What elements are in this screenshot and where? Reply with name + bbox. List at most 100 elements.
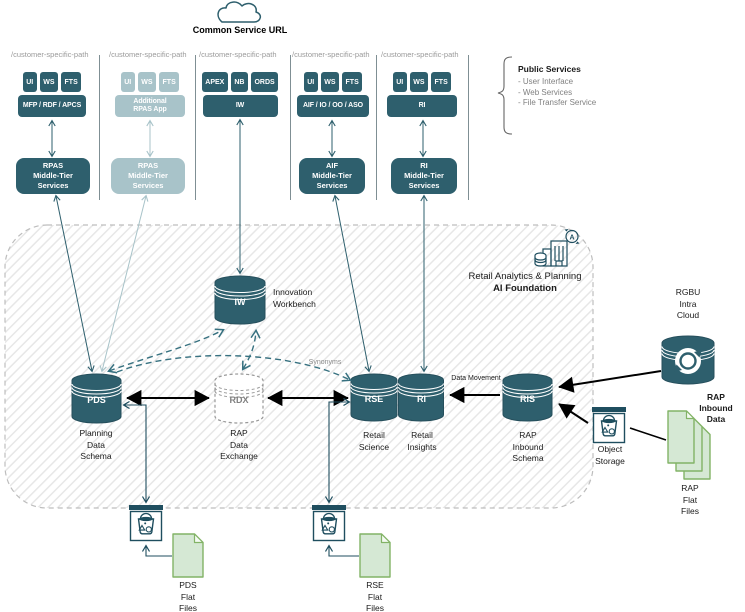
ws-service-box: WS <box>39 72 59 92</box>
customer-path-label: /customer-specific-path <box>292 50 370 59</box>
dashed-sync-curves <box>107 328 352 382</box>
sync-refresh-icon <box>674 348 702 374</box>
ri-cylinder <box>398 373 444 422</box>
arrow-rsefile-bucket <box>324 544 359 557</box>
customer-path-label: /customer-specific-path <box>11 50 89 59</box>
iw-cylinder-name: IW <box>234 297 246 307</box>
rse-bucket-icon <box>311 504 347 542</box>
curve-rdx-iw <box>241 328 261 371</box>
pds-flat-file-icon <box>172 533 204 578</box>
app-box-ri: RI <box>387 95 457 117</box>
service-boxes: UI WS FTS <box>106 72 194 92</box>
pds-cylinder <box>71 373 122 424</box>
ws-service-box: WS <box>137 72 157 92</box>
apex-service-box: APEX <box>201 72 228 92</box>
bucket-link-arrows <box>122 397 359 557</box>
rse-cylinder-name: RSE <box>364 394 384 404</box>
curve-synonyms-pds-rse <box>116 354 352 382</box>
column-additional-rpas: /customer-specific-path UI WS FTS Additi… <box>106 50 194 117</box>
rpas-middle-tier-box: RPAS Middle-Tier Services <box>16 158 90 194</box>
pds-label: Planning Data Schema <box>79 428 113 461</box>
public-services-title: Public Services <box>518 64 581 74</box>
fts-service-box: FTS <box>61 72 82 92</box>
arrow-rse-bucket <box>324 397 351 504</box>
rdx-label: RAP Data Exchange <box>220 428 258 461</box>
rap-flat-files-label: RAP Flat Files <box>681 483 699 516</box>
analytics-building-icon <box>534 229 580 267</box>
service-boxes: APEX NB ORDS <box>196 72 284 92</box>
ris-cylinder-name: RIS <box>519 394 535 404</box>
rpas-middle-tier-box-2: RPAS Middle-Tier Services <box>111 158 185 194</box>
ui-service-box: UI <box>22 72 37 92</box>
ui-service-box: UI <box>392 72 407 92</box>
app-box-mfp-rdf-apcs: MFP / RDF / APCS <box>18 95 86 117</box>
arrow-pdsfile-bucket <box>141 544 172 557</box>
pds-cylinder-name: PDS <box>87 395 106 405</box>
rap-flat-files-stack-icon <box>667 410 711 480</box>
public-services-item: - User Interface <box>518 77 574 86</box>
ws-service-box: WS <box>409 72 429 92</box>
cloud-icon <box>217 1 262 23</box>
line-files-objectstorage <box>629 427 667 441</box>
object-storage-icon <box>591 406 627 444</box>
app-box-iw: IW <box>202 95 278 117</box>
customer-path-label: /customer-specific-path <box>109 50 187 59</box>
iw-cylinder <box>214 275 266 325</box>
service-boxes: UI WS FTS <box>378 72 466 92</box>
aif-middle-tier-box: AIF Middle-Tier Services <box>299 158 365 194</box>
object-storage-label: Object Storage <box>595 444 625 466</box>
customer-path-label: /customer-specific-path <box>199 50 277 59</box>
column-ri: /customer-specific-path UI WS FTS RI <box>378 50 466 117</box>
public-services-legend: Public Services - User Interface - Web S… <box>518 64 678 109</box>
rap-inbound-data-label: RAP Inbound Data <box>699 392 733 424</box>
pds-bucket-icon <box>128 504 164 542</box>
database-cylinders <box>71 275 715 424</box>
foundation-title-line1: Retail Analytics & Planning <box>468 271 582 282</box>
rdx-cylinder <box>214 373 264 424</box>
arrow-rse-aif-mt <box>332 194 372 373</box>
ords-service-box: ORDS <box>250 72 279 92</box>
service-boxes: UI WS FTS <box>8 72 96 92</box>
column-dividers <box>99 55 469 200</box>
synonyms-label: Synonyms <box>308 359 342 366</box>
arrow-pds-rpas-mt <box>53 194 95 373</box>
service-boxes: UI WS FTS <box>289 72 377 92</box>
curve-pds-iw <box>107 328 225 374</box>
ai-foundation-container <box>4 224 594 509</box>
foundation-title-line2: AI Foundation <box>493 283 557 294</box>
arrow-rgbu-ris <box>558 370 662 393</box>
column-iw: /customer-specific-path APEX NB ORDS IW <box>196 50 284 117</box>
iw-label: Innovation Workbench <box>273 287 316 309</box>
rse-label: Retail Science <box>358 430 390 452</box>
public-services-item: - File Transfer Service <box>518 98 597 107</box>
customer-path-label: /customer-specific-path <box>381 50 459 59</box>
service-connection-arrows <box>48 118 428 373</box>
nb-service-box: NB <box>230 72 248 92</box>
pds-flat-files-label: PDS Flat Files <box>179 580 197 612</box>
arrow-pds-bucket <box>122 400 151 504</box>
arrow-objectstorage-ris <box>558 403 589 424</box>
public-services-brace <box>497 56 513 135</box>
ri-middle-tier-box: RI Middle-Tier Services <box>391 158 457 194</box>
fts-service-box: FTS <box>431 72 452 92</box>
ws-service-box: WS <box>320 72 340 92</box>
public-services-item: - Web Services <box>518 87 573 97</box>
ui-service-box: UI <box>120 72 135 92</box>
column-aif: /customer-specific-path UI WS FTS AIF / … <box>289 50 377 117</box>
app-box-aif-io-oo-aso: AIF / IO / OO / ASO <box>297 95 369 117</box>
ri-label: Retail Insights <box>407 430 437 452</box>
column-rpas: /customer-specific-path UI WS FTS MFP / … <box>8 50 96 117</box>
app-box-additional-rpas: Additional RPAS App <box>115 95 185 117</box>
ris-label: RAP Inbound Schema <box>512 430 544 463</box>
ai-badge-letter: A <box>569 235 574 242</box>
rdx-cylinder-name: RDX <box>229 395 249 405</box>
data-movement-label: Data Movement <box>451 375 501 382</box>
rgbu-label: RGBU Intra Cloud <box>675 287 701 320</box>
fts-service-box: FTS <box>159 72 180 92</box>
rse-flat-files-label: RSE Flat Files <box>366 580 384 612</box>
ri-cylinder-name: RI <box>417 394 426 404</box>
fts-service-box: FTS <box>342 72 363 92</box>
ui-service-box: UI <box>303 72 318 92</box>
